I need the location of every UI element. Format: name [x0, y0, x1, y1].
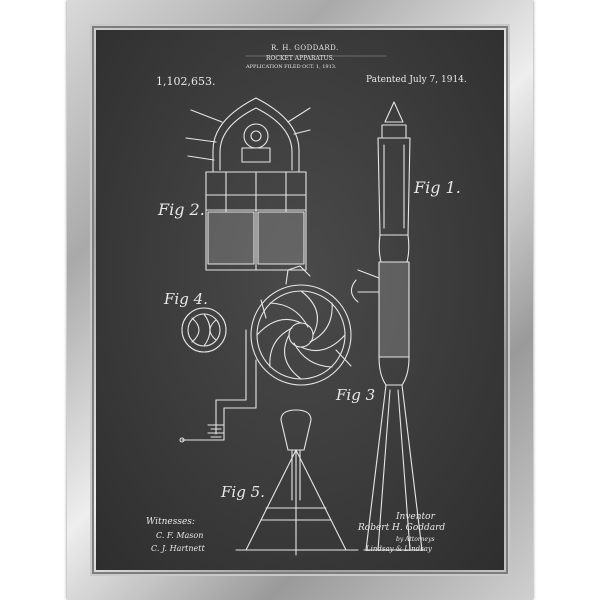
fig4-label: Fig 4. [164, 290, 208, 308]
witnesses-label: Witnesses: [146, 517, 195, 527]
patent-drawing [179, 55, 425, 556]
witness-1-signature: C. F. Mason [156, 531, 204, 540]
witness-2-signature: C. J. Hartnett [151, 544, 205, 553]
patented-date: Patented July 7, 1914. [366, 75, 467, 85]
fig2-label: Fig 2. [158, 200, 205, 219]
fig1-rocket [350, 101, 425, 551]
inventor-label: Inventor [396, 512, 435, 522]
patent-title: ROCKET APPARATUS. [266, 55, 335, 62]
inventor-header: R. H. GODDARD. [271, 44, 339, 52]
fig3-label: Fig 3 [336, 386, 376, 404]
patent-number: 1,102,653. [156, 75, 216, 88]
fig4-ball [181, 307, 227, 353]
attorney-firm-signature: Lindsay & Lindsay [366, 545, 432, 553]
fig1-label: Fig 1. [414, 178, 461, 197]
ignition-circuit [179, 329, 257, 443]
fig3-disk [250, 265, 352, 386]
fig5-label: Fig 5. [221, 483, 265, 501]
chalkboard-print: R. H. GODDARD. ROCKET APPARATUS. APPLICA… [96, 30, 504, 570]
fig2-rocket-head [185, 97, 311, 271]
application-line: APPLICATION FILED OCT. 1, 1913. [246, 64, 337, 70]
inventor-name-signature: Robert H. Goddard [358, 523, 446, 533]
fig5-tripod [235, 409, 359, 556]
attorney-line: by Attorneys [396, 536, 435, 543]
